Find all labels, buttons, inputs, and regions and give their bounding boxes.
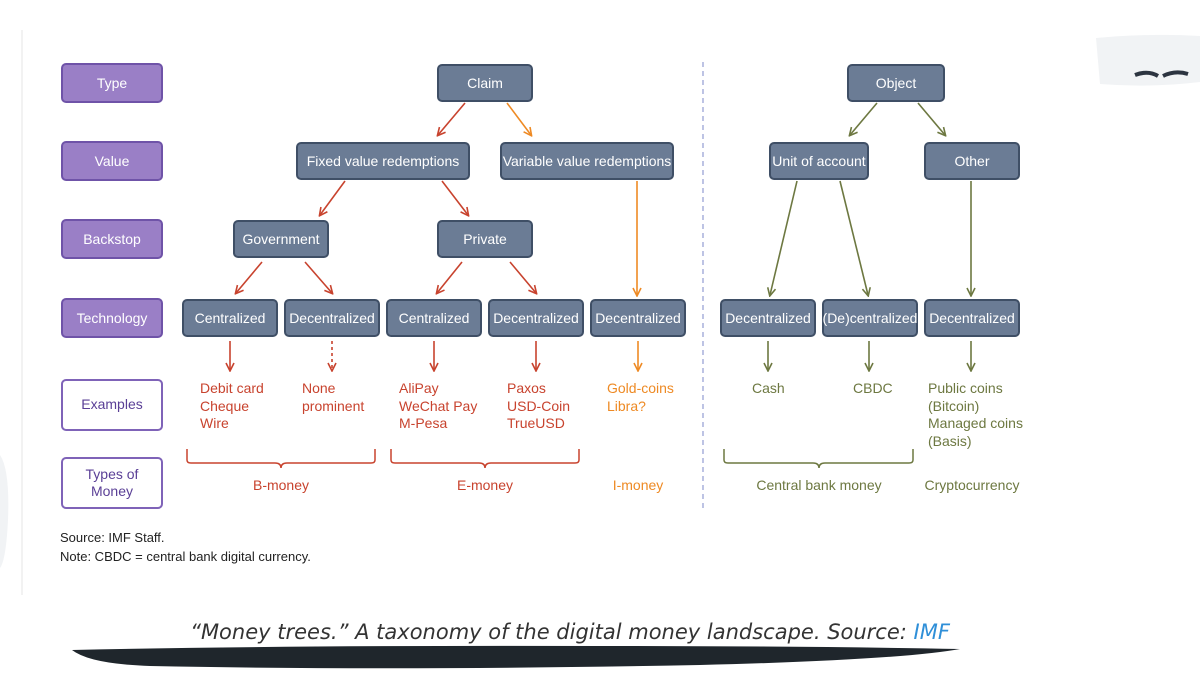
- examples-variable-decentralized: Gold-coins Libra?: [607, 380, 674, 414]
- node-government: Government: [233, 220, 329, 258]
- examples-private-decentralized: Paxos USD-Coin TrueUSD: [507, 380, 571, 431]
- source-note: Source: IMF Staff.: [60, 530, 165, 545]
- node-tech-centralized-3: Centralized: [386, 299, 482, 337]
- node-private: Private: [437, 220, 533, 258]
- examples-cash: Cash: [752, 380, 785, 396]
- row-label-backstop: Backstop: [61, 219, 163, 259]
- money-type-central-bank-money: Central bank money: [756, 477, 882, 493]
- caption-source-link[interactable]: IMF: [913, 620, 950, 644]
- definition-note: Note: CBDC = central bank digital curren…: [60, 549, 311, 564]
- examples-crypto: Public coins (Bitcoin) Managed coins (Ba…: [928, 380, 1023, 449]
- node-tech-decentralized-6: Decentralized: [720, 299, 816, 337]
- figure-caption: “Money trees.” A taxonomy of the digital…: [0, 620, 1140, 644]
- node-claim: Claim: [437, 64, 533, 102]
- node-tech-decentralized-4: Decentralized: [488, 299, 584, 337]
- money-type-b-money: B-money: [252, 477, 310, 493]
- money-type-e-money: E-money: [456, 477, 514, 493]
- node-object: Object: [847, 64, 945, 102]
- row-label-value: Value: [61, 141, 163, 181]
- node-other: Other: [924, 142, 1020, 180]
- node-tech-decentralized-8: Decentralized: [924, 299, 1020, 337]
- node-tech-centralized-1: Centralized: [182, 299, 278, 337]
- money-type-cryptocurrency: Cryptocurrency: [924, 477, 1020, 493]
- row-label-examples: Examples: [61, 379, 163, 431]
- node-variable-value-redemptions: Variable value redemptions: [500, 142, 674, 180]
- money-type-i-money: I-money: [612, 477, 664, 493]
- examples-cbdc: CBDC: [853, 380, 893, 396]
- node-tech-decentralized-7: (De)centralized: [822, 299, 918, 337]
- examples-government-centralized: Debit card Cheque Wire: [200, 380, 264, 431]
- row-label-technology: Technology: [61, 298, 163, 338]
- examples-private-centralized: AliPay WeChat Pay M-Pesa: [399, 380, 478, 431]
- examples-government-decentralized: None prominent: [302, 380, 365, 414]
- row-label-type: Type: [61, 63, 163, 103]
- node-tech-decentralized-5: Decentralized: [590, 299, 686, 337]
- row-label-types-of-money: Types of Money: [61, 457, 163, 509]
- node-fixed-value-redemptions: Fixed value redemptions: [296, 142, 470, 180]
- node-unit-of-account: Unit of account: [769, 142, 869, 180]
- caption-text: “Money trees.” A taxonomy of the digital…: [190, 620, 914, 644]
- node-tech-decentralized-2: Decentralized: [284, 299, 380, 337]
